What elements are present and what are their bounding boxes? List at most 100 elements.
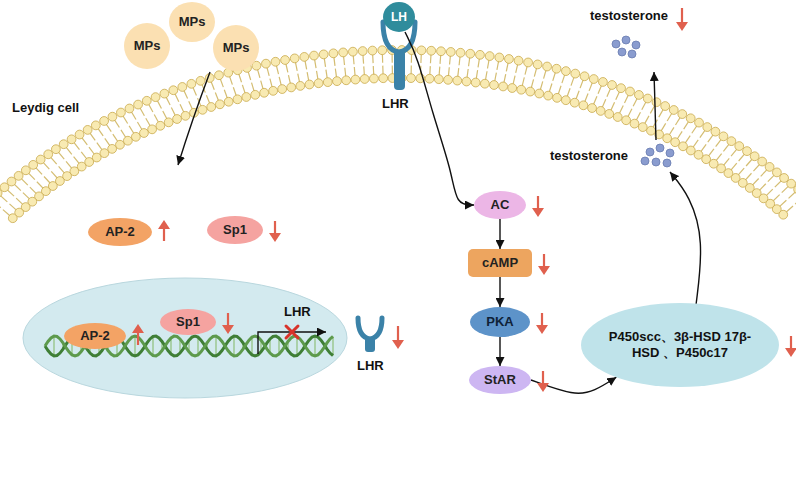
enzyme-ellipse: P450scc、3β-HSD 17β-HSD 、P450c17 — [581, 303, 779, 387]
lipid-head — [251, 90, 260, 99]
lipid-head — [151, 93, 160, 102]
lipid-head — [83, 126, 92, 135]
lipid-head — [630, 119, 639, 128]
lipid-head — [379, 74, 388, 83]
lipid-head — [553, 93, 562, 102]
lipid-head — [703, 123, 712, 132]
lipid-head — [360, 75, 369, 84]
lipid-head — [368, 46, 377, 55]
synthesis-arrow — [670, 172, 701, 305]
lipid-head — [8, 214, 17, 223]
lipid-head — [466, 49, 475, 58]
hormone-circle: LH — [383, 2, 415, 32]
lipid-head — [181, 111, 190, 120]
lipid-head — [178, 83, 187, 92]
lipid-head — [735, 142, 744, 151]
lipid-head — [117, 108, 126, 117]
dna-rung — [134, 336, 135, 356]
lipid-head — [647, 126, 656, 135]
pathway-arrow — [499, 277, 500, 307]
lipid-head — [780, 174, 789, 183]
factor-oval: AP-2 — [64, 323, 126, 349]
lipid-head — [711, 127, 720, 136]
node-text: Sp1 — [176, 314, 200, 330]
node-text: LH — [391, 10, 407, 24]
lipid-head — [480, 79, 489, 88]
lipid-head — [290, 54, 299, 63]
lipid-head — [333, 77, 342, 86]
lipid-head — [329, 49, 338, 58]
particle-circle: MPs — [124, 23, 170, 69]
lipid-head — [508, 84, 517, 93]
lipid-head — [669, 106, 678, 115]
lipid-head — [552, 64, 561, 73]
lipid-head — [59, 140, 68, 149]
factor-oval: Sp1 — [207, 216, 263, 244]
increase-arrow — [158, 220, 170, 241]
lipid-head — [425, 74, 434, 83]
lipid-head — [216, 100, 225, 109]
decrease-arrow — [785, 336, 796, 357]
lipid-head — [727, 137, 736, 146]
lipid-head — [142, 96, 151, 105]
node-text: Sp1 — [223, 222, 247, 238]
lipid-head — [638, 123, 647, 132]
lipid-head — [462, 77, 471, 86]
lipid-head — [579, 101, 588, 110]
lipid-head — [173, 115, 182, 124]
lipid-head — [187, 79, 196, 88]
lipid-head — [743, 147, 752, 156]
pathway-oval: AC — [474, 191, 526, 219]
lipid-head — [453, 76, 462, 85]
hormone-name: testosterone — [588, 8, 670, 24]
node-text: AP-2 — [80, 328, 110, 344]
lipid-head — [471, 78, 480, 87]
lipid-head — [526, 87, 535, 96]
lipid-head — [596, 107, 605, 116]
lipid-head — [156, 121, 165, 130]
node-text: AP-2 — [105, 224, 135, 240]
dna-rung — [332, 336, 333, 355]
lipid-head — [21, 166, 30, 175]
pathway-arrow — [405, 32, 474, 205]
lipid-head — [635, 91, 644, 100]
lipid-head — [605, 109, 614, 118]
dna-rung — [197, 337, 198, 355]
lipid-head — [278, 85, 287, 94]
decrease-arrow — [269, 221, 281, 242]
node-text: PKA — [486, 314, 513, 330]
lipid-head — [323, 78, 332, 87]
lipid-head — [617, 84, 626, 93]
lipid-head — [490, 81, 499, 90]
lipid-head — [305, 80, 314, 89]
lipid-head — [36, 155, 45, 164]
lipid-head — [608, 81, 617, 90]
lipid-head — [300, 53, 309, 62]
lipid-head — [224, 97, 233, 106]
decrease-arrow — [532, 196, 544, 217]
change-arrows — [132, 196, 796, 392]
lipid-head — [0, 189, 2, 198]
lhr-icon — [358, 318, 382, 352]
testosterone-dots-mid — [641, 144, 674, 167]
lipid-head — [207, 103, 216, 112]
lipid-head — [434, 75, 443, 84]
decrease-arrow — [537, 371, 549, 392]
lipid-head — [750, 152, 759, 161]
entry-arrow — [178, 72, 210, 165]
lipid-head — [351, 75, 360, 84]
lipid-head — [131, 132, 140, 141]
lipid-head — [342, 76, 351, 85]
lipid-head — [125, 104, 134, 113]
lipid-head — [543, 62, 552, 71]
lipid-head — [446, 48, 455, 57]
lipid-head — [358, 47, 367, 56]
lipid-head — [437, 47, 446, 56]
lipid-head — [116, 140, 125, 149]
lipid-head — [571, 69, 580, 78]
factor-oval: Sp1 — [160, 309, 216, 335]
lipid-head — [643, 94, 652, 103]
block-cross — [286, 326, 298, 338]
pathway-arrow — [499, 337, 500, 366]
